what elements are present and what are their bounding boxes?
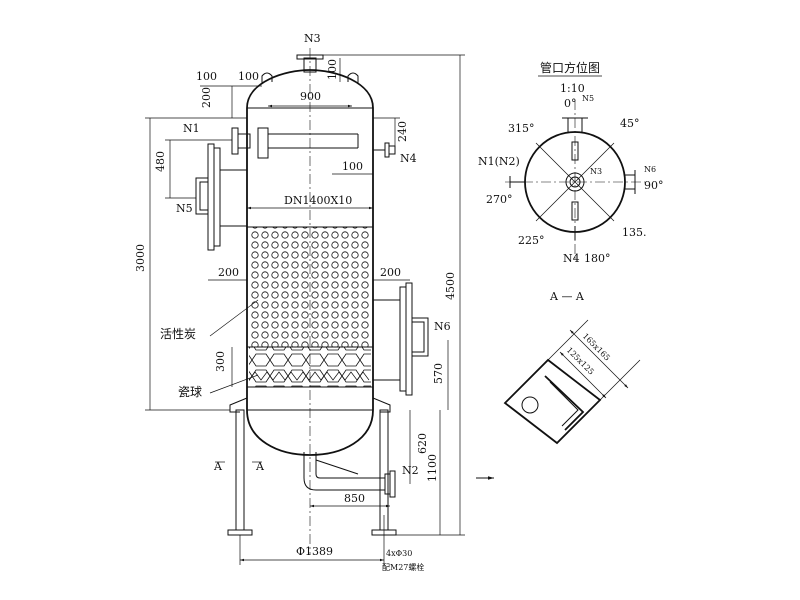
angle-135: 135. xyxy=(622,226,647,239)
bolt-note: 配M27螺栓 xyxy=(382,562,424,572)
nozzle-n1 xyxy=(231,127,359,159)
nozzle-n5-manhole xyxy=(195,143,247,251)
section-dim-outer: 165x165 xyxy=(581,331,612,362)
section-a-a: A — A 165x165 125x125 xyxy=(503,290,641,445)
support-legs xyxy=(227,397,397,536)
dim-1100: 1100 xyxy=(426,454,439,482)
dim-base-diameter: Φ1389 xyxy=(296,545,333,558)
dim-3000: 3000 xyxy=(134,244,147,272)
angle-315: 315° xyxy=(508,122,535,135)
label-n6: N6 xyxy=(434,320,451,333)
label-activated-carbon: 活性炭 xyxy=(160,327,196,341)
nozzle-n2-outlet xyxy=(303,452,396,498)
section-mark-right: A xyxy=(255,460,265,473)
section-title: A — A xyxy=(549,290,585,303)
dim-480: 480 xyxy=(154,151,167,172)
dim-240: 240 xyxy=(396,121,409,142)
nozzle-n6-manhole xyxy=(373,282,429,396)
top-head xyxy=(246,69,374,109)
orientation-scale: 1:10 xyxy=(560,82,585,95)
dim-200-left: 200 xyxy=(218,266,239,279)
angle-180: 180° xyxy=(584,252,611,265)
ceramic-ball-layer xyxy=(249,347,371,387)
dim-570: 570 xyxy=(432,363,445,384)
nozzle-n3-top xyxy=(296,54,324,73)
orientation-n1n2: N1(N2) xyxy=(478,155,520,168)
dim-4500: 4500 xyxy=(444,272,457,300)
dim-620: 620 xyxy=(416,433,429,454)
activated-carbon-bed xyxy=(249,227,371,347)
angle-90: 90° xyxy=(644,179,664,192)
dim-shell: DN1400X10 xyxy=(284,194,352,207)
label-n5: N5 xyxy=(176,202,193,215)
dim-900: 900 xyxy=(300,90,321,103)
orientation-title: 管口方位图 xyxy=(540,60,600,75)
label-n2: N2 xyxy=(402,464,419,477)
dim-300: 300 xyxy=(214,351,227,372)
section-mark-left: A xyxy=(213,460,223,473)
dim-bolt-holes: 4xΦ30 xyxy=(386,549,412,558)
orientation-n5: N5 xyxy=(582,94,594,103)
angle-45: 45° xyxy=(620,117,640,130)
dim-100-mid: 100 xyxy=(342,160,363,173)
dim-100-b: 100 xyxy=(238,70,259,83)
angle-225: 225° xyxy=(518,234,545,247)
dim-850: 850 xyxy=(344,492,365,505)
vessel-main-view xyxy=(195,48,429,555)
angle-0: 0° xyxy=(564,97,577,110)
orientation-view: 管口方位图 1:10 0° N5 45° 315° N6 90° N1(N2) … xyxy=(478,60,664,265)
dimension-lines xyxy=(145,54,465,565)
dimension-text: N3 100 100 200 900 100 240 N1 N4 480 100… xyxy=(134,32,457,572)
bottom-head xyxy=(246,409,374,456)
orientation-n6: N6 xyxy=(644,165,656,174)
lifting-lug-right xyxy=(347,72,359,84)
label-n1: N1 xyxy=(183,122,200,135)
dim-200-top: 200 xyxy=(200,87,213,108)
lifting-lug-left xyxy=(261,72,273,84)
label-ceramic-balls: 瓷球 xyxy=(178,385,202,399)
dim-100-top-right: 100 xyxy=(326,59,339,80)
angle-270: 270° xyxy=(486,193,513,206)
section-angle-profile xyxy=(544,375,585,431)
dim-100-a: 100 xyxy=(196,70,217,83)
dim-200-right: 200 xyxy=(380,266,401,279)
nozzle-n4 xyxy=(373,142,396,158)
label-n3: N3 xyxy=(304,32,321,45)
orientation-n3: N3 xyxy=(590,167,602,176)
orientation-n4: N4 xyxy=(563,252,580,265)
label-n4: N4 xyxy=(400,152,417,165)
